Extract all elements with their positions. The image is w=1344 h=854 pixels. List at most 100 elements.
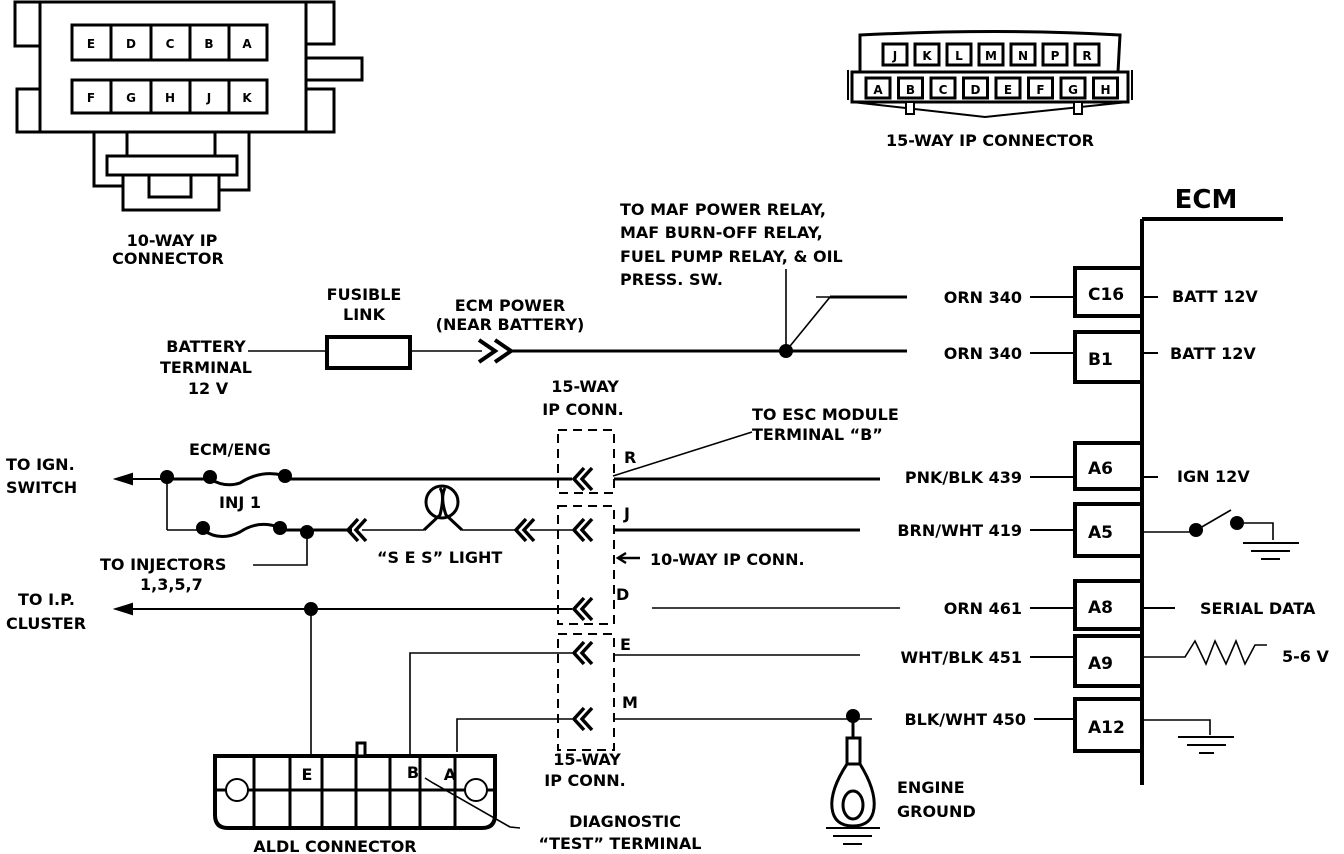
pin-label: D [971,83,981,97]
relay-note-line4: PRESS. SW. [620,270,723,289]
pin-cell [1059,76,1087,100]
wire-label: BRN/WHT 419 [897,521,1022,540]
pin-cell [1027,76,1054,100]
pin-label-j: J [623,504,630,523]
esc-note-line1: TO ESC MODULE [752,405,899,424]
connector-chevron-icon [571,706,594,732]
terminal-function: BATT 12V [1172,287,1258,306]
wire-label: WHT/BLK 451 [900,648,1022,667]
terminal-box [1073,697,1144,753]
pin-label: A [242,37,252,51]
10way-conn-box [557,505,615,625]
terminal-box [1073,330,1144,384]
pin-label: L [955,49,963,63]
connector-10way-title-line1: 10-WAY IP [127,231,218,250]
pin-label: K [242,91,252,105]
ses-light-label: “S E S” LIGHT [377,548,502,567]
terminal-pin: A12 [1088,718,1125,738]
pin-label: F [1036,83,1044,97]
battery-label-line3: 12 V [188,379,229,398]
fuse-inj1-icon [202,522,279,538]
pin-label: C [166,37,175,51]
wire-label: ORN 340 [944,344,1022,363]
pin-label: K [922,49,932,63]
ecm-terminal-a12: A12 BLK/WHT 450 [904,697,1144,753]
fusible-link-label-line1: FUSIBLE [327,285,402,304]
wire-label: ORN 340 [944,288,1022,307]
pin-label: C [939,83,948,97]
wire-label: BLK/WHT 450 [904,710,1026,729]
pin-label: E [1004,83,1012,97]
pin-label: J [892,49,897,63]
fusible-link-label-line2: LINK [343,305,386,324]
pin-label-d: D [616,585,629,604]
ecm-wires [614,477,900,723]
inline-connector-icon [477,338,515,364]
pin-cell [1041,42,1069,67]
ip-conn-bottom-label-line1: 15-WAY [553,750,621,769]
terminal-box [1073,266,1144,318]
aldl-connector: E B A ALDL CONNECTOR DIAGNOSTIC “TEST” T… [213,741,702,854]
diagnostic-label-line1: DIAGNOSTIC [569,812,681,831]
aldl-title: ALDL CONNECTOR [253,837,416,854]
engine-ground-label-line1: ENGINE [897,778,965,797]
pin-label: F [87,91,95,105]
pin-cell [929,76,957,100]
terminal-pin: A5 [1088,523,1113,543]
connector-10way-title-line2: CONNECTOR [112,249,224,268]
pin-label: H [165,91,175,105]
pin-label: J [206,91,211,105]
pin-label: B [906,83,915,97]
fusible-link [325,335,412,370]
pin-cell [1092,76,1119,100]
pin-cell [881,42,909,67]
injectors-label-line1: TO INJECTORS [100,555,226,574]
aldl-pin-b: B [407,763,419,782]
injectors-label-line2: 1,3,5,7 [140,575,203,594]
relay-note-line3: FUEL PUMP RELAY, & OIL [620,247,843,266]
diagnostic-label-line2: “TEST” TERMINAL [539,834,702,853]
battery-label-line2: TERMINAL [160,358,252,377]
ip-cluster-label-line2: CLUSTER [6,614,86,633]
terminal-function: 5-6 V [1282,647,1329,666]
ign-switch-label-line2: SWITCH [6,478,77,497]
connector-chevron-icon [513,517,536,543]
terminal-box [1073,579,1144,631]
fuse-ecm-eng-icon [209,472,283,487]
pin-label: E [87,37,95,51]
a5-switch-to-ground [1142,509,1299,560]
pin-cell [864,76,892,100]
terminal-function: SERIAL DATA [1200,599,1316,618]
wire-label: PNK/BLK 439 [905,468,1022,487]
pin-label: A [873,83,883,97]
pin-label-e: E [620,635,631,654]
fuse-ecm-eng-label: ECM/ENG [189,440,271,459]
15way-conn-box-em [557,633,615,751]
power-feed: BATTERY TERMINAL 12 V FUSIBLE LINK ECM P… [160,200,907,398]
terminal-pin: A6 [1088,459,1113,479]
wire-label: ORN 461 [944,599,1022,618]
pin-label-r: R [624,448,636,467]
terminal-box [1073,441,1144,491]
ign-switch-label-line1: TO IGN. [6,455,75,474]
connector-chevron-icon [571,466,594,492]
pin-cell [994,76,1022,100]
relay-note-line2: MAF BURN-OFF RELAY, [620,223,823,242]
connector-chevron-icon [571,640,594,666]
terminal-pin: A8 [1088,598,1113,618]
ses-light-bulb-icon [422,484,464,532]
terminal-box [1073,634,1144,688]
left-circuits: TO IGN. SWITCH ECM/ENG INJ 1 TO INJECTOR… [6,440,572,755]
a12-ground-icon [1142,719,1234,754]
aldl-pin-a: A [444,765,457,784]
pin-label-m: M [622,693,638,712]
terminal-pin: A9 [1088,654,1113,674]
connector-chevrons [345,466,594,732]
ecm-terminal-a8: A8 ORN 461 SERIAL DATA [944,579,1316,631]
pin-label: R [1082,49,1091,63]
